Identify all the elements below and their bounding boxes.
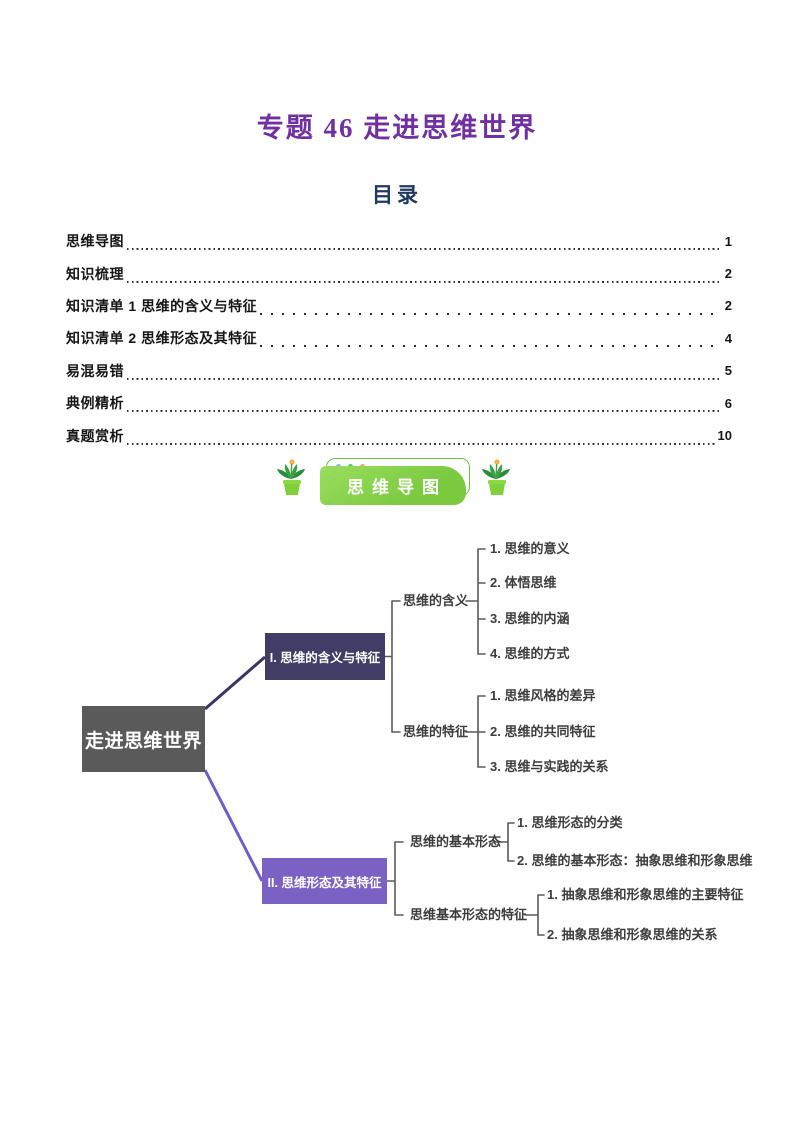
toc-entry-page: 10 (717, 428, 732, 444)
mindmap-leaf: 1. 抽象思维和形象思维的主要特征 (547, 887, 744, 902)
mindmap-branch-1: I. 思维的含义与特征 (265, 633, 385, 680)
mindmap-root-node: 走进思维世界 (82, 706, 205, 772)
toc-entry-page: 1 (724, 233, 732, 249)
mindmap-leaf: 3. 思维的内涵 (490, 611, 570, 626)
toc-heading: 目录 (372, 183, 422, 207)
dot-leader (127, 371, 722, 380)
mindmap-subnode: 思维的基本形态 (410, 834, 502, 849)
table-of-contents: 思维导图 1 知识梳理 2 知识清单 1 思维的含义与特征 2 知识清单 2 思… (66, 225, 732, 452)
mindmap-diagram: 走进思维世界 I. 思维的含义与特征 II. 思维形态及其特征 思维的含义 1.… (0, 520, 794, 980)
dot-leader (127, 436, 715, 445)
potted-plant-icon (482, 459, 510, 495)
toc-entry-label: 知识梳理 (66, 265, 124, 282)
mindmap-leaf: 1. 思维形态的分类 (517, 815, 623, 830)
dot-leader (127, 404, 722, 413)
toc-entry-page: 4 (724, 330, 732, 346)
mindmap-leaf: 1. 思维风格的差异 (490, 688, 596, 703)
mindmap-subnode: 思维基本形态的特征 (410, 907, 528, 922)
mindmap-leaf: 4. 思维的方式 (490, 646, 570, 661)
mindmap-subnode: 思维的含义 (403, 593, 469, 608)
toc-entry[interactable]: 真题赏析 10 (66, 419, 732, 451)
toc-entry[interactable]: 知识梳理 2 (66, 257, 732, 289)
toc-entry-page: 6 (724, 395, 732, 411)
toc-entry-label: 真题赏析 (66, 427, 124, 444)
dot-leader (127, 274, 722, 283)
toc-entry[interactable]: 知识清单 2 思维形态及其特征 4 (66, 322, 732, 354)
toc-entry[interactable]: 思维导图 1 (66, 225, 732, 257)
toc-entry-page: 2 (724, 298, 732, 314)
toc-entry[interactable]: 典例精析 6 (66, 387, 732, 419)
toc-entry-page: 2 (724, 266, 732, 282)
page-title: 专题 46 走进思维世界 (256, 113, 538, 143)
toc-entry-label: 典例精析 (66, 395, 124, 412)
mindmap-subnode: 思维的特征 (403, 724, 469, 739)
dot-leader (260, 306, 722, 315)
mindmap-leaf: 2. 抽象思维和形象思维的关系 (547, 927, 718, 942)
dot-leader (260, 339, 722, 348)
section-banner: 思维导图 (320, 466, 466, 505)
mindmap-leaf: 2. 思维的基本形态：抽象思维和形象思维 (517, 853, 753, 868)
toc-entry-page: 5 (724, 363, 732, 379)
potted-plant-icon (277, 459, 305, 495)
mindmap-connectors (203, 548, 545, 936)
toc-entry[interactable]: 知识清单 1 思维的含义与特征 2 (66, 290, 732, 322)
mindmap-leaf: 2. 思维的共同特征 (490, 724, 596, 739)
toc-entry-label: 易混易错 (66, 362, 124, 379)
mindmap-leaf: 3. 思维与实践的关系 (490, 759, 609, 774)
dot-leader (127, 242, 722, 251)
mindmap-branch-2: II. 思维形态及其特征 (262, 858, 387, 904)
toc-entry-label: 知识清单 1 思维的含义与特征 (66, 297, 258, 314)
toc-entry-label: 思维导图 (66, 233, 124, 250)
mindmap-leaf: 1. 思维的意义 (490, 541, 570, 556)
toc-entry-label: 知识清单 2 思维形态及其特征 (66, 330, 258, 347)
toc-entry[interactable]: 易混易错 5 (66, 355, 732, 387)
mindmap-leaf: 2. 体悟思维 (490, 575, 557, 590)
